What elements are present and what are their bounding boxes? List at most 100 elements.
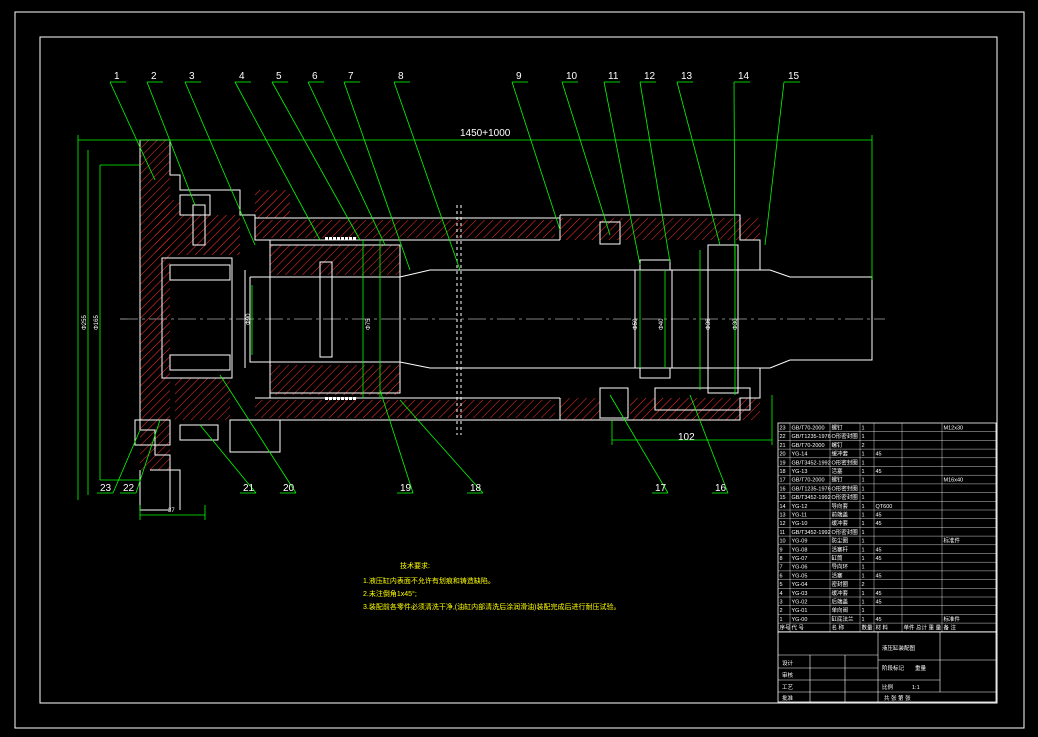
hatch-region-12 xyxy=(630,398,740,420)
table-cell: 活塞 xyxy=(832,571,844,579)
title-block-name: 液压缸装配图 xyxy=(882,644,916,652)
table-cell: GB/T3452-1992 xyxy=(792,530,831,536)
part-number-4: 4 xyxy=(239,71,245,82)
table-cell: 1 xyxy=(862,486,865,492)
table-cell: 缸筒 xyxy=(832,554,844,562)
table-cell: 单向阀 xyxy=(832,606,849,614)
table-cell: 13 xyxy=(780,513,786,519)
table-cell: O形密封圈 xyxy=(832,432,859,440)
leader-line xyxy=(609,394,669,494)
rod-1-label: Φ50 xyxy=(633,318,639,330)
table-cell: 导向套 xyxy=(832,502,849,510)
hatch-region-11 xyxy=(560,398,600,420)
table-cell: GB/T1235-1976 xyxy=(792,434,831,440)
part-number-18: 18 xyxy=(470,483,482,494)
table-cell: 14 xyxy=(780,504,786,510)
table-cell: 1 xyxy=(862,547,865,553)
table-cell: 1 xyxy=(780,617,783,623)
seal-ring-top xyxy=(325,237,328,240)
leader-line xyxy=(399,399,484,494)
table-cell: 45 xyxy=(876,556,882,562)
table-cell: 1 xyxy=(862,591,865,597)
table-cell: GB/T3452-1992 xyxy=(792,460,831,466)
table-cell: O形密封圈 xyxy=(832,528,859,536)
part-number-10: 10 xyxy=(566,71,578,82)
table-cell: 45 xyxy=(876,469,882,475)
seal-ring-bottom xyxy=(353,397,356,400)
table-cell: 1 xyxy=(862,521,865,527)
table-cell: 45 xyxy=(876,591,882,597)
part-number-11: 11 xyxy=(608,71,619,82)
table-cell: 3 xyxy=(780,600,783,606)
table-cell: 15 xyxy=(780,495,786,501)
table-cell: 2 xyxy=(862,443,865,449)
leader-line xyxy=(135,419,161,494)
table-cell: O形密封圈 xyxy=(832,458,859,466)
table-cell: M12x30 xyxy=(944,426,964,432)
leader-lines xyxy=(97,81,800,494)
table-cell: 7 xyxy=(780,565,783,571)
table-cell: YG-04 xyxy=(792,582,808,588)
hatch-region-5 xyxy=(255,220,555,238)
table-cell: 45 xyxy=(876,452,882,458)
table-cell: 4 xyxy=(780,591,783,597)
stroke-detail-label: 102 xyxy=(678,432,695,443)
dimension-lines xyxy=(77,135,873,520)
table-cell: 2 xyxy=(780,608,783,614)
seal-ring-bottom xyxy=(329,397,332,400)
leader-line xyxy=(199,424,257,494)
table-cell: 1 xyxy=(862,495,865,501)
flange-bolt-top xyxy=(179,194,211,216)
table-cell: YG-01 xyxy=(792,608,808,614)
leader-line xyxy=(639,81,671,263)
tb-designer: 设计 xyxy=(782,659,794,667)
leader-line xyxy=(307,81,386,246)
table-cell: 45 xyxy=(876,573,882,579)
table-cell: 密封圈 xyxy=(832,580,849,588)
leader-line xyxy=(393,81,461,271)
seal-ring-bottom xyxy=(349,397,352,400)
seal-ring-bottom xyxy=(333,397,336,400)
hatch-region-1 xyxy=(140,140,170,430)
leader-line xyxy=(764,81,785,246)
table-cell: 前端盖 xyxy=(832,511,849,519)
part-number-15: 15 xyxy=(788,71,800,82)
front-bolt xyxy=(599,387,629,419)
leader-line xyxy=(109,81,156,181)
table-cell: YG-10 xyxy=(792,521,808,527)
piston-rod xyxy=(249,269,873,369)
leader-line xyxy=(146,81,196,206)
table-cell: 19 xyxy=(780,460,786,466)
tb-approve: 批准 xyxy=(782,694,794,702)
part-number-16: 16 xyxy=(715,483,727,494)
leader-line xyxy=(676,81,721,246)
seal-ring-top xyxy=(337,237,340,240)
table-cell: 23 xyxy=(780,426,786,432)
technical-notes: 技术要求: 1.液压缸内表面不允许有划痕和铸造缺陷。 2.未注倒角1x45°; … xyxy=(363,561,620,611)
rod-3-label: Φ36 xyxy=(706,318,712,330)
leader-line xyxy=(343,81,411,271)
table-cell: 45 xyxy=(876,600,882,606)
table-cell: 标准件 xyxy=(944,537,961,545)
tb-reviewer: 审核 xyxy=(782,671,794,679)
table-cell: YG-08 xyxy=(792,547,808,553)
table-cell: 45 xyxy=(876,547,882,553)
table-cell: 9 xyxy=(780,547,783,553)
table-cell: YG-03 xyxy=(792,591,808,597)
leader-line xyxy=(561,81,611,236)
part-number-8: 8 xyxy=(398,71,404,82)
table-cell: 螺钉 xyxy=(832,476,844,484)
hatch-region-15 xyxy=(175,378,230,420)
table-cell: YG-00 xyxy=(792,617,808,623)
seal-rings xyxy=(325,237,356,400)
seal-ring-bottom xyxy=(325,397,328,400)
tb-weight: 重量 xyxy=(915,664,927,672)
table-cell: 1 xyxy=(862,556,865,562)
note-line-1: 1.液压缸内表面不允许有划痕和铸造缺陷。 xyxy=(363,576,495,585)
overall-length-label: 1450+1000 xyxy=(460,128,511,139)
table-cell: 防尘圈 xyxy=(832,537,849,545)
title-block-sheet: 共 张 第 张 xyxy=(884,694,911,702)
table-cell: 1 xyxy=(862,608,865,614)
part-number-1: 1 xyxy=(114,71,120,82)
part-number-7: 7 xyxy=(348,71,354,82)
